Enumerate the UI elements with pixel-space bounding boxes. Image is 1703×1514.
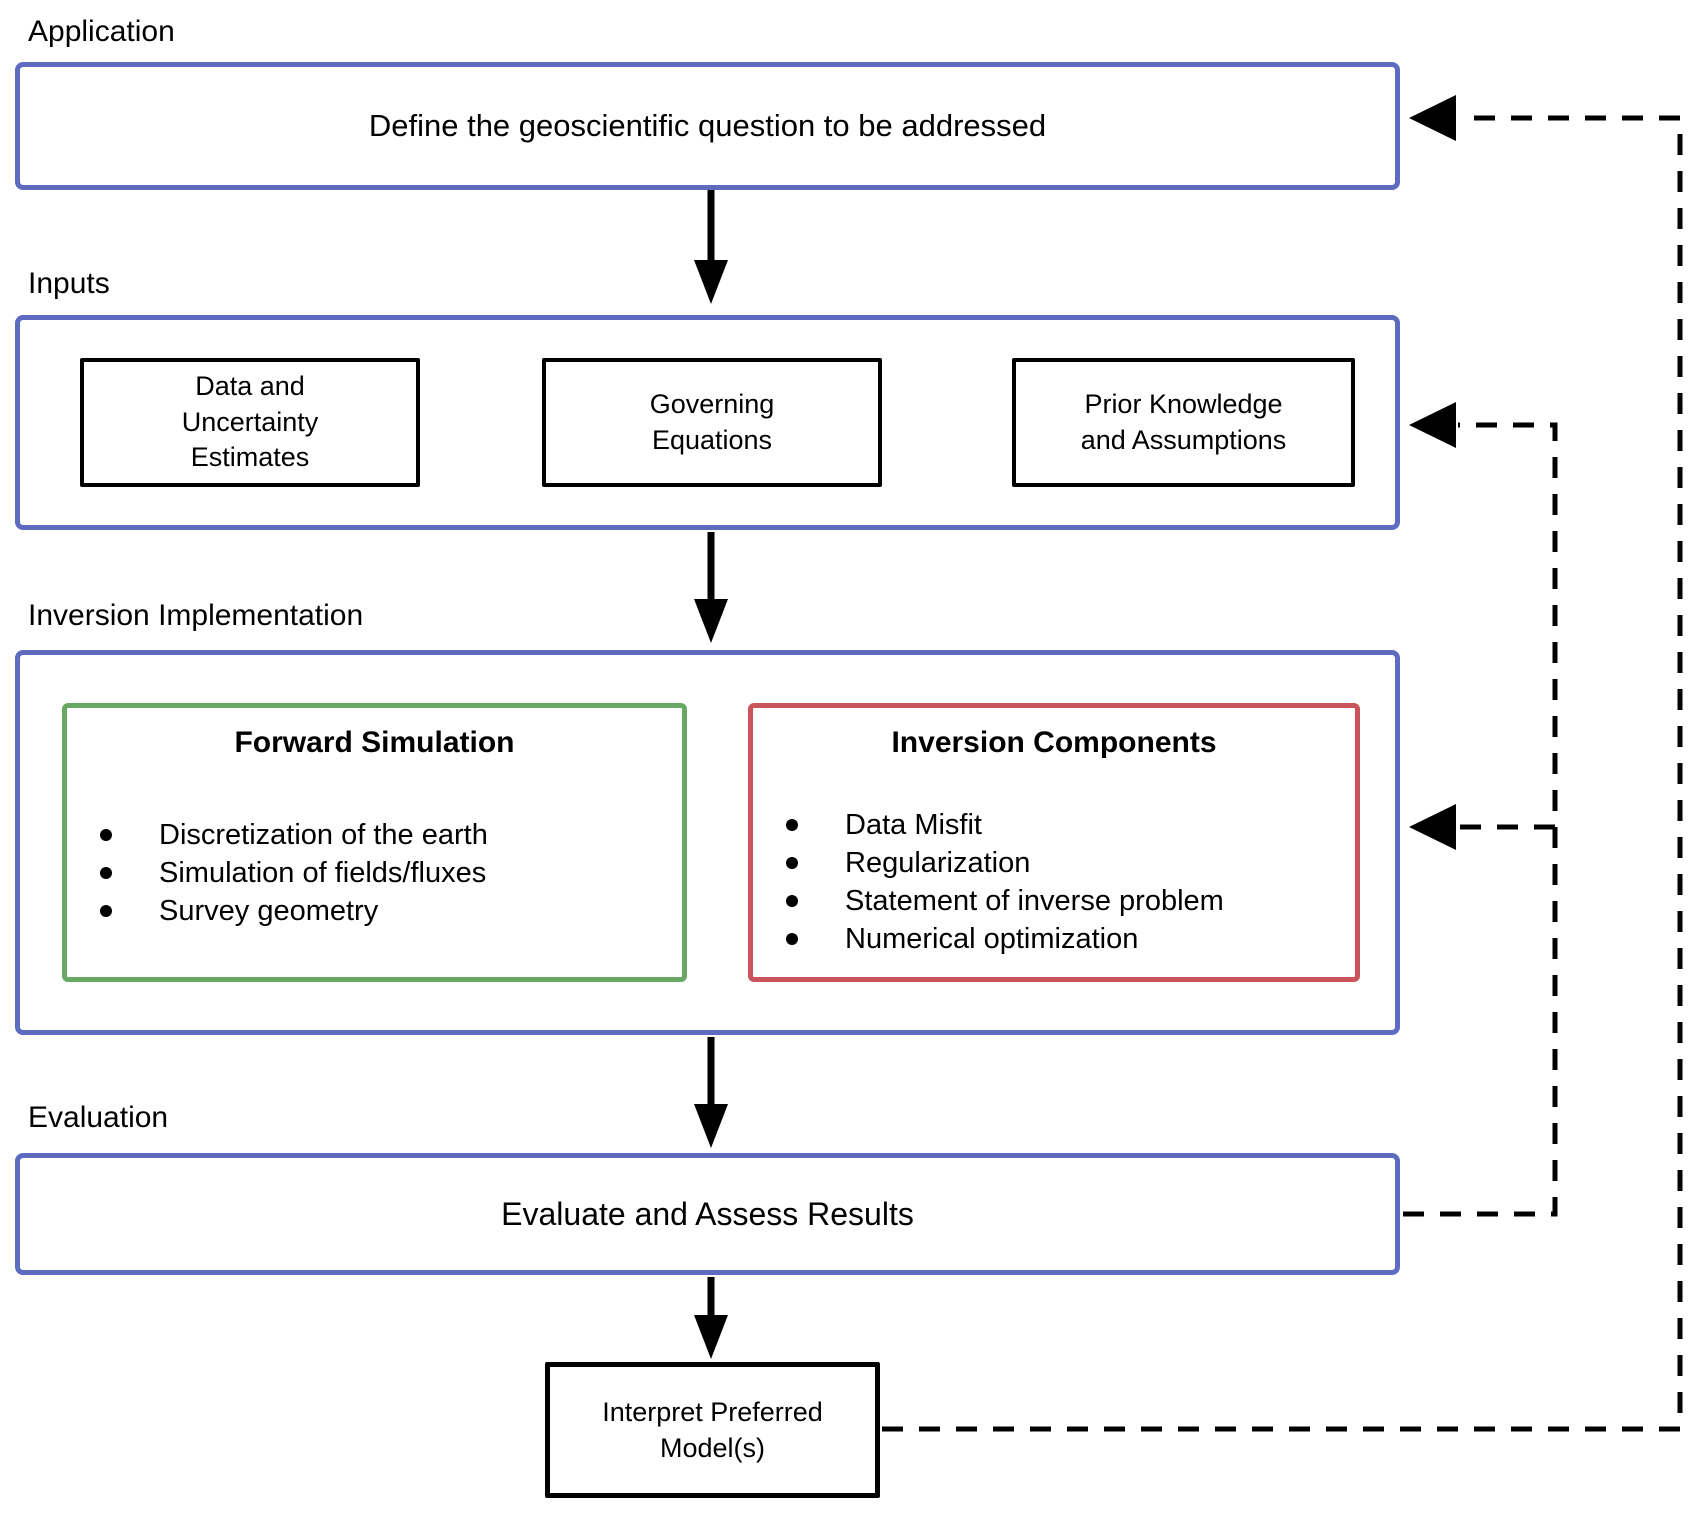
application-box: Define the geoscientific question to be … bbox=[15, 62, 1400, 190]
arrow-application-to-inputs-icon bbox=[694, 190, 728, 304]
list-item: Survey geometry bbox=[67, 892, 682, 930]
evaluation-box-text: Evaluate and Assess Results bbox=[501, 1195, 914, 1232]
list-item: Numerical optimization bbox=[753, 920, 1355, 958]
forward-simulation-title: Forward Simulation bbox=[234, 726, 515, 759]
interpret-preferred-model-box: Interpret Preferred Model(s) bbox=[545, 1362, 880, 1498]
data-uncertainty-box: Data and Uncertainty Estimates bbox=[80, 358, 420, 487]
forward-simulation-box: Forward Simulation Discretization of the… bbox=[62, 703, 687, 982]
list-item: Regularization bbox=[753, 844, 1355, 882]
forward-simulation-list: Discretization of the earth Simulation o… bbox=[67, 816, 682, 930]
list-item: Statement of inverse problem bbox=[753, 882, 1355, 920]
evaluation-box: Evaluate and Assess Results bbox=[15, 1153, 1400, 1275]
arrow-inputs-to-implementation-icon bbox=[694, 532, 728, 643]
inversion-components-box: Inversion Components Data Misfit Regular… bbox=[748, 703, 1360, 982]
inputs-section-label: Inputs bbox=[28, 267, 110, 300]
inversion-implementation-section-label: Inversion Implementation bbox=[28, 599, 364, 632]
list-item: Simulation of fields/fluxes bbox=[67, 854, 682, 892]
arrow-evaluation-to-interpret-icon bbox=[694, 1277, 728, 1359]
arrow-implementation-to-evaluation-icon bbox=[694, 1037, 728, 1148]
evaluation-section-label: Evaluation bbox=[28, 1101, 169, 1134]
list-item: Data Misfit bbox=[753, 806, 1355, 844]
list-item: Discretization of the earth bbox=[67, 816, 682, 854]
inversion-components-list: Data Misfit Regularization Statement of … bbox=[753, 806, 1355, 958]
governing-equations-box: Governing Equations bbox=[542, 358, 882, 487]
application-section-label: Application bbox=[28, 15, 175, 48]
feedback-evaluation-to-implementation-icon bbox=[1409, 804, 1555, 850]
inversion-components-title: Inversion Components bbox=[891, 726, 1217, 759]
application-box-text: Define the geoscientific question to be … bbox=[368, 108, 1047, 143]
prior-knowledge-box: Prior Knowledge and Assumptions bbox=[1012, 358, 1355, 487]
feedback-evaluation-to-inputs-icon bbox=[1403, 402, 1558, 1217]
